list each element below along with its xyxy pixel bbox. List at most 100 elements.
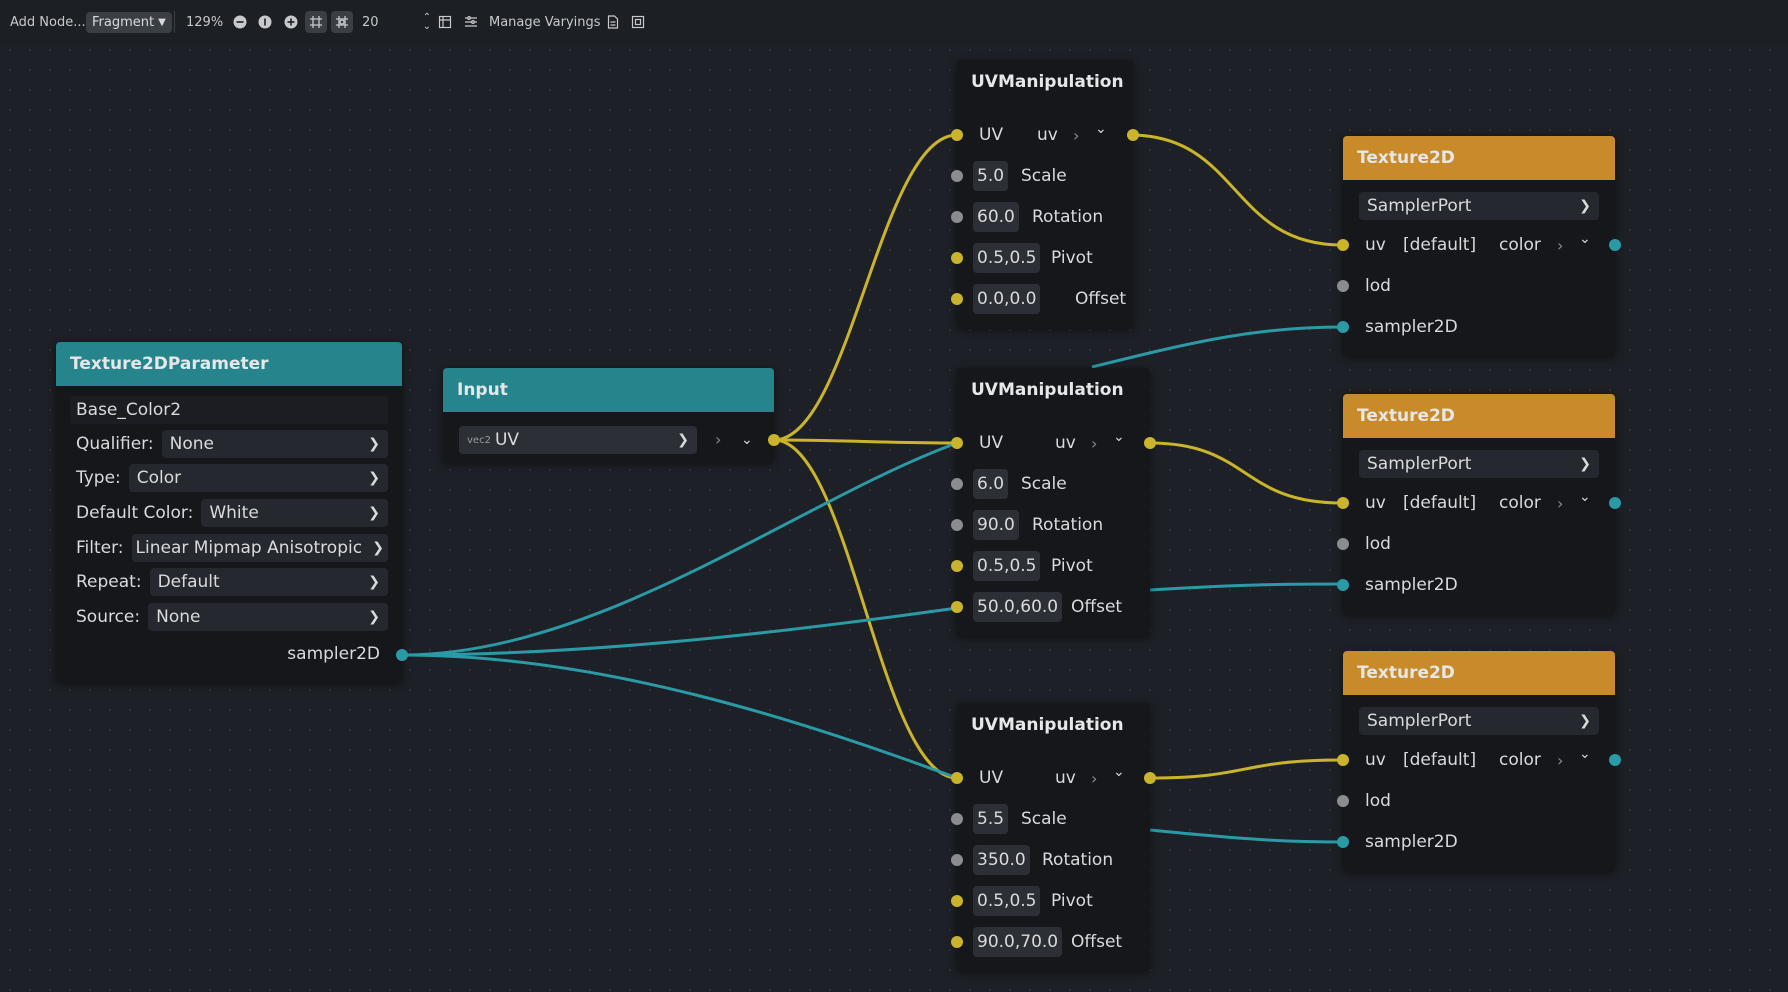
color-output-port[interactable] [1609,497,1621,509]
texture2d-parameter-node[interactable]: Texture2DParameter Base_Color2 Qualifier… [56,342,408,682]
offset-value[interactable]: 0.0,0.0 [973,284,1041,314]
uv-port-row: uv [default] color › ⌄ [1337,485,1621,521]
type-select[interactable]: Color❯ [128,464,388,492]
shader-mode-select[interactable]: Fragment▼ [86,0,172,44]
uv-manipulation-node-2[interactable]: UVManipulation UV uv › ⌄ 6.0 Scale 90.0 … [951,368,1156,636]
uv-output-port[interactable] [1127,129,1139,141]
offset-value[interactable]: 50.0,60.0 [973,592,1063,622]
collapse-icon[interactable]: ⌄ [1579,489,1591,505]
rotation-value[interactable]: 90.0 [973,510,1019,540]
preview-arrow-icon[interactable]: › [1557,493,1564,513]
collapse-icon[interactable]: ⌄ [1579,746,1591,762]
uv-manipulation-node-1[interactable]: UVManipulation UV uv › ⌄ 5.0 Scale 60.0 … [951,60,1139,328]
scale-input-port[interactable] [951,478,963,490]
preview-arrow-icon[interactable]: › [1091,768,1098,788]
offset-value[interactable]: 90.0,70.0 [973,927,1063,957]
sampler-source-select[interactable]: SamplerPort❯ [1359,707,1599,735]
snap-icon[interactable] [331,11,353,33]
scale-value[interactable]: 5.5 [973,804,1009,834]
source-select[interactable]: None❯ [148,603,388,631]
sampler-source-select[interactable]: SamplerPort❯ [1359,192,1599,220]
filter-label: Filter: [76,538,124,558]
preview-arrow-icon[interactable]: › [1091,433,1098,453]
collapse-icon[interactable]: ⌄ [1579,231,1591,247]
lod-input-port[interactable] [1337,538,1349,550]
filter-select[interactable]: Linear Mipmap Anisotropic❯ [131,534,388,562]
offset-input-port[interactable] [951,601,963,613]
pivot-value[interactable]: 0.5,0.5 [973,243,1041,273]
collapse-icon[interactable]: ⌄ [1113,764,1125,780]
rotation-input-port[interactable] [951,211,963,223]
texture2d-node-1[interactable]: Texture2D SamplerPort❯ uv [default] colo… [1337,136,1621,356]
spin-arrows-icon[interactable]: ⌃⌄ [422,12,432,32]
uv-input-label: uv [1365,493,1386,513]
scale-value[interactable]: 5.0 [973,161,1009,191]
frame-icon[interactable] [627,11,649,33]
grid-icon[interactable] [305,11,327,33]
scale-row: 6.0 Scale [951,466,1150,502]
qualifier-select[interactable]: None❯ [161,430,388,458]
rotation-input-port[interactable] [951,854,963,866]
pivot-input-port[interactable] [951,560,963,572]
zoom-reset-icon[interactable] [254,11,276,33]
pivot-value[interactable]: 0.5,0.5 [973,886,1041,916]
texture2d-node-2[interactable]: Texture2D SamplerPort❯ uv [default] colo… [1337,394,1621,614]
pivot-input-port[interactable] [951,252,963,264]
preview-arrow-icon[interactable]: › [715,430,722,449]
lod-row: lod [1337,268,1615,304]
uv-input-port[interactable] [951,437,963,449]
uv-input-port[interactable] [951,772,963,784]
offset-input-port[interactable] [951,293,963,305]
sampler2d-input-port[interactable] [1337,836,1349,848]
scale-input-port[interactable] [951,170,963,182]
preview-arrow-icon[interactable]: › [1557,235,1564,255]
sampler-label: sampler2D [1365,575,1458,595]
color-output-port[interactable] [1609,754,1621,766]
collapse-icon[interactable]: ⌄ [741,432,753,448]
add-node-button[interactable]: Add Node... [10,0,86,44]
default-color-select[interactable]: White❯ [201,499,388,527]
parameter-name-input[interactable]: Base_Color2 [70,396,388,424]
varyings-icon[interactable] [460,11,482,33]
snap-distance-input[interactable]: 20 [362,14,379,30]
uv-input-port[interactable] [1337,239,1349,251]
lod-input-port[interactable] [1337,280,1349,292]
zoom-out-icon[interactable] [229,11,251,33]
lod-input-port[interactable] [1337,795,1349,807]
sampler2d-input-port[interactable] [1337,321,1349,333]
manage-varyings-button[interactable]: Manage Varyings [489,14,601,30]
preview-arrow-icon[interactable]: › [1073,125,1080,145]
uv-input-port[interactable] [951,129,963,141]
pivot-value[interactable]: 0.5,0.5 [973,551,1041,581]
rotation-input-port[interactable] [951,519,963,531]
uv-manipulation-node-3[interactable]: UVManipulation UV uv › ⌄ 5.5 Scale 350.0… [951,703,1156,971]
uv-output-port[interactable] [1144,437,1156,449]
sampler-source-select[interactable]: SamplerPort❯ [1359,450,1599,478]
rotation-value[interactable]: 350.0 [973,845,1030,875]
uv-output-port[interactable] [1144,772,1156,784]
preview-icon[interactable] [434,11,456,33]
collapse-icon[interactable]: ⌄ [1095,121,1107,137]
pivot-label: Pivot [1051,248,1093,268]
uv-output-port[interactable] [768,434,780,446]
lod-label: lod [1365,276,1391,296]
scale-value[interactable]: 6.0 [973,469,1009,499]
repeat-select[interactable]: Default❯ [149,568,388,596]
preview-arrow-icon[interactable]: › [1557,750,1564,770]
sampler2d-output-port[interactable] [396,649,408,661]
file-icon[interactable] [602,11,624,33]
rotation-value[interactable]: 60.0 [973,202,1019,232]
collapse-icon[interactable]: ⌄ [1113,429,1125,445]
sampler2d-input-port[interactable] [1337,579,1349,591]
scale-input-port[interactable] [951,813,963,825]
texture2d-node-3[interactable]: Texture2D SamplerPort❯ uv [default] colo… [1337,651,1621,871]
uv-input-port[interactable] [1337,754,1349,766]
offset-input-port[interactable] [951,936,963,948]
repeat-row: Repeat: Default❯ [70,568,388,596]
zoom-in-icon[interactable] [280,11,302,33]
color-output-port[interactable] [1609,239,1621,251]
uv-input-port[interactable] [1337,497,1349,509]
pivot-input-port[interactable] [951,895,963,907]
